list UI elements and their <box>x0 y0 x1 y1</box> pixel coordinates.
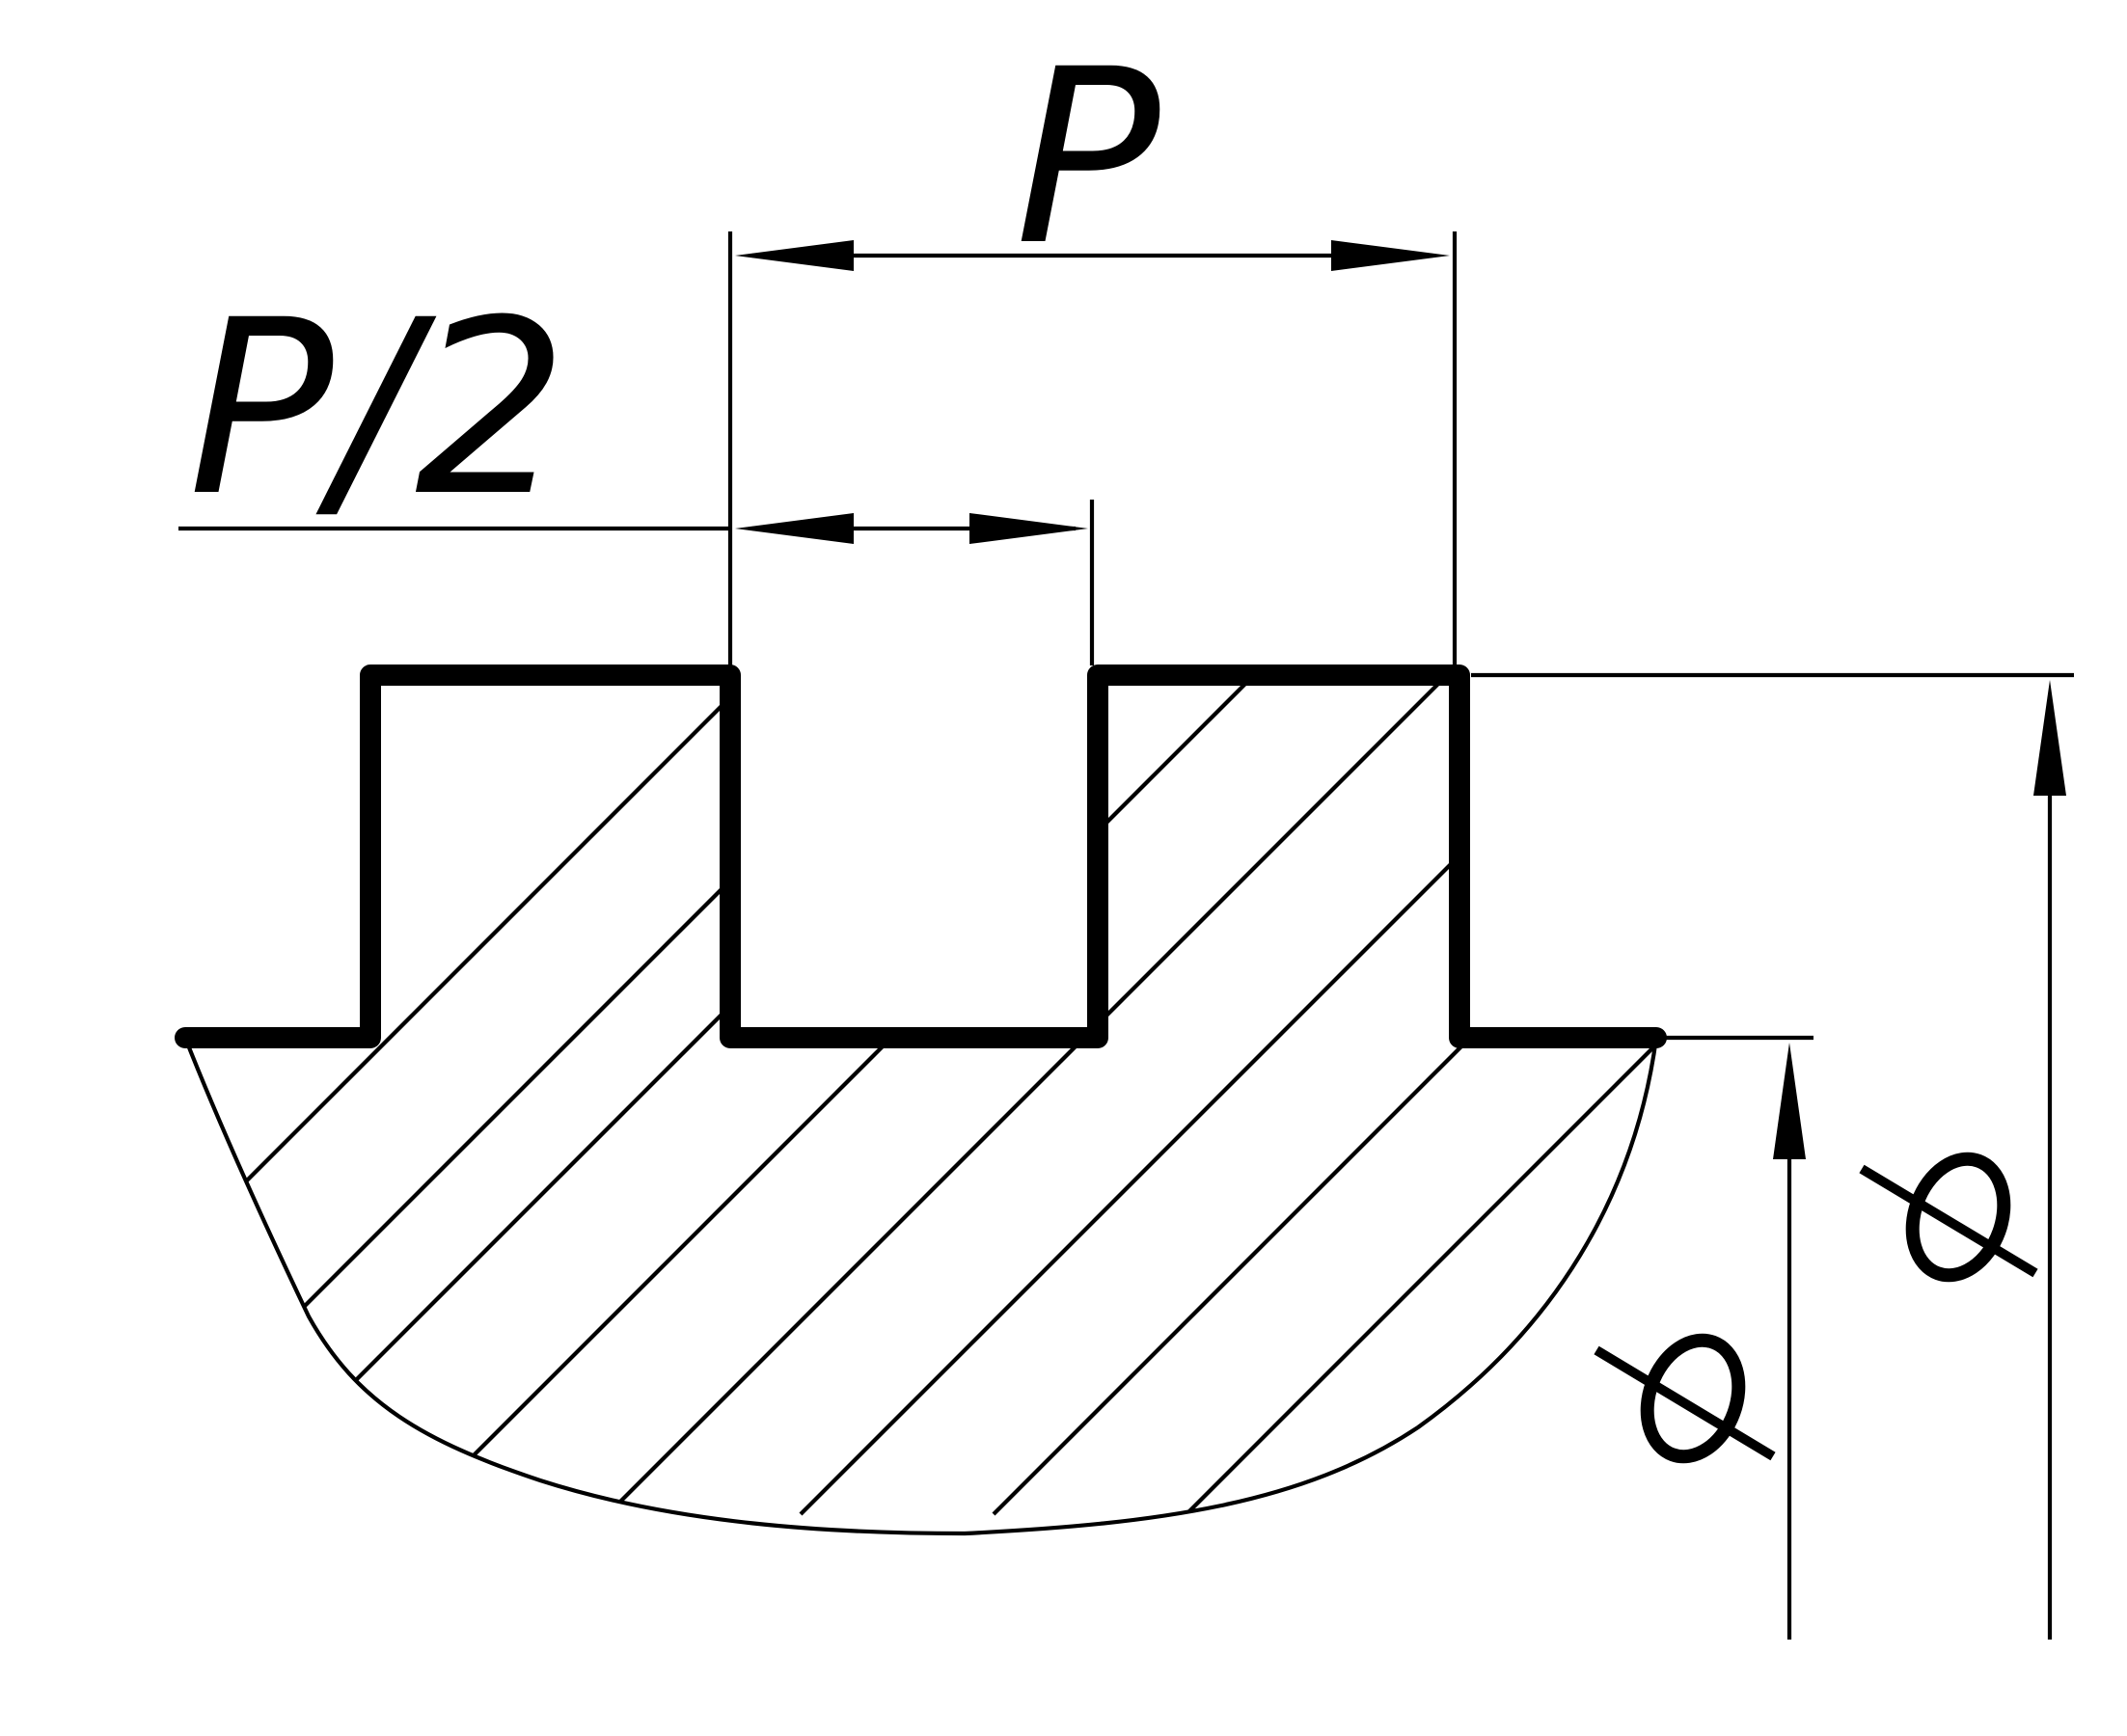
half-pitch-dimension-line <box>735 513 1088 544</box>
outer-diameter-dimension-line <box>2033 680 2066 1640</box>
inner-diameter-icon <box>1594 1333 1776 1464</box>
inner-diameter-dimension-line <box>1773 1043 1806 1640</box>
section-break-arc <box>183 1037 1659 1536</box>
pitch-label: P <box>1015 17 1160 298</box>
extension-lines <box>178 231 2074 1041</box>
outer-diameter-icon <box>1859 1152 2038 1283</box>
thread-profile-outline <box>175 665 1667 1048</box>
half-pitch-label: P/2 <box>188 268 568 549</box>
pitch-dimension-line <box>735 240 1450 271</box>
